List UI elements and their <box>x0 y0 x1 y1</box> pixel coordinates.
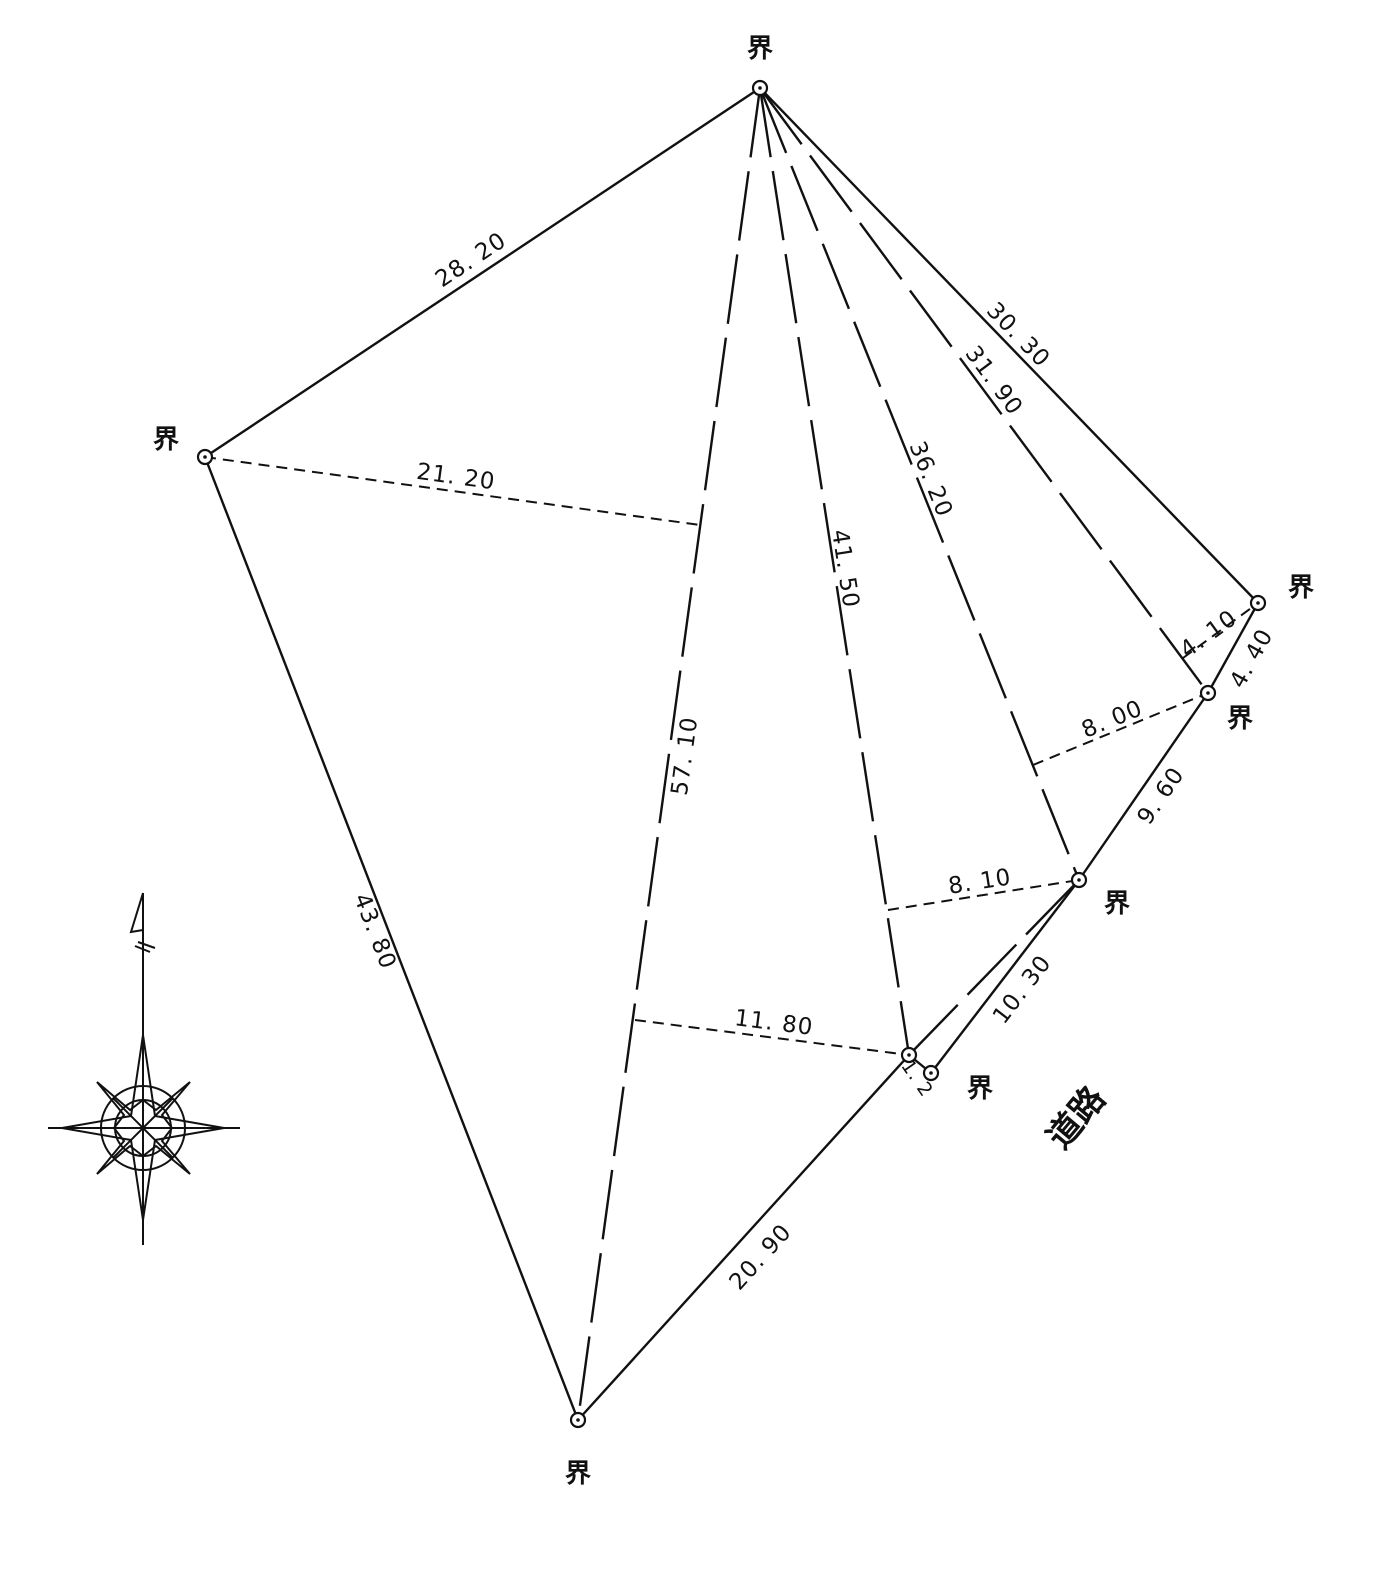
dim-top-inner: 41. 50 <box>826 528 864 610</box>
label-right-lower: 界 <box>1104 889 1130 919</box>
boundary-top-left <box>204 87 761 458</box>
point-marker-icon <box>1199 684 1217 702</box>
label-road-corner: 界 <box>967 1074 993 1104</box>
point-marker-icon <box>1070 871 1088 889</box>
diagonal-3620 <box>758 87 1081 881</box>
dim-right-440: 4. 40 <box>1225 625 1279 693</box>
boundary-bottom-right <box>577 1054 910 1421</box>
label-bottom: 界 <box>565 1459 591 1489</box>
offset-800 <box>1032 692 1209 766</box>
label-right-top: 界 <box>1288 573 1314 603</box>
survey-points <box>196 79 1267 1429</box>
dim-offset-bottom: 11. 80 <box>733 1005 815 1041</box>
diagonal-4150 <box>758 87 911 1056</box>
diagonal-3190 <box>759 87 1209 694</box>
label-top: 界 <box>747 34 773 64</box>
point-marker-icon <box>196 448 214 466</box>
diagonal-5710 <box>576 87 762 1421</box>
label-left: 界 <box>153 425 179 455</box>
dim-top-right-lower: 36. 20 <box>904 438 958 521</box>
dim-offset-810: 8. 10 <box>947 864 1014 900</box>
point-marker-icon <box>1249 594 1267 612</box>
road-label: 道路 <box>1039 1078 1114 1157</box>
boundary-960 <box>1078 692 1209 881</box>
boundary-440 <box>1206 602 1260 694</box>
offset-2120 <box>204 456 701 526</box>
dim-offset-left: 21. 20 <box>415 459 497 496</box>
label-right-mid: 界 <box>1227 704 1253 734</box>
dim-offset-410: 4. 10 <box>1176 605 1243 663</box>
offset-410 <box>1182 602 1259 659</box>
point-marker-icon <box>569 1411 587 1429</box>
boundary-left-bottom <box>203 456 580 1421</box>
diagonal-inner <box>908 879 1080 1056</box>
diagonal-lines <box>576 87 1209 1421</box>
dim-right-960: 9. 60 <box>1132 762 1189 829</box>
dim-bottom-right: 20. 90 <box>725 1219 797 1295</box>
boundary-1030 <box>930 879 1080 1074</box>
north-arrow-icon <box>48 892 240 1245</box>
dim-offset-800: 8. 00 <box>1078 695 1147 743</box>
point-marker-icon <box>751 79 769 97</box>
point-marker-icon <box>900 1046 918 1064</box>
offset-1180 <box>634 1019 910 1056</box>
dim-left-bottom: 43. 80 <box>348 890 401 973</box>
offset-810 <box>887 879 1080 911</box>
boundary-lines <box>203 87 1260 1421</box>
point-marker-icon <box>922 1064 940 1082</box>
offset-lines <box>204 456 1259 1056</box>
boundary-top-right <box>759 87 1259 604</box>
